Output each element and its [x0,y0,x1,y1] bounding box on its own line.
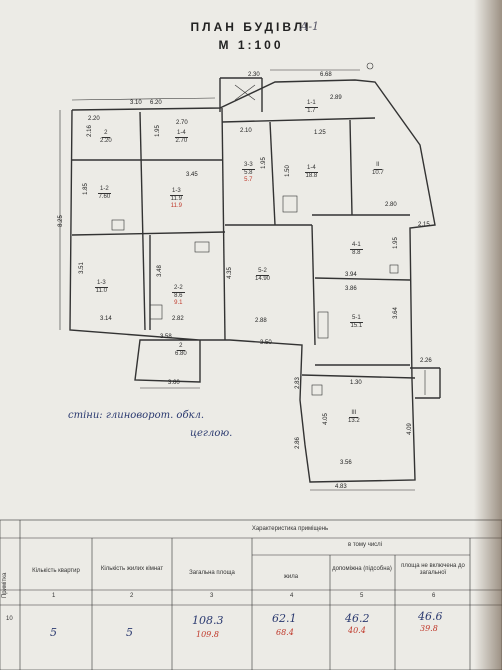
interior-dim: 3.94 [345,272,357,278]
plan-scale: М 1:100 [218,38,284,52]
cell-rooms: 5 [126,626,133,639]
cell-excluded-area-red: 39.8 [420,624,438,633]
interior-dim: 2.82 [172,316,184,322]
interior-dim: 4.09 [406,423,413,435]
interior-dim: 3.58 [160,334,172,340]
dim-right-side: 2.15 [418,222,430,228]
interior-dim: 1.95 [154,125,161,137]
interior-dim: 3.86 [345,286,357,292]
cell-apartments: 5 [50,626,57,639]
handwritten-title-mark: А-1 [300,20,320,33]
col-number: 5 [360,593,364,599]
interior-dim: 4.35 [226,267,233,279]
dim-bottom-small: 3.60 [168,380,180,386]
col-header: Загальна площа [189,570,235,576]
interior-dim: 3.45 [186,172,198,178]
interior-dim: 1.95 [392,237,399,249]
row-number: 10 [6,616,13,622]
interior-dim: 2.16 [86,125,93,137]
cell-aux-area-red: 40.4 [348,626,366,635]
side-label: Примітка [2,572,8,598]
cell-excluded-area: 46.6 [418,610,443,623]
cell-aux-area: 46.2 [345,612,370,625]
interior-dim: 2.89 [330,95,342,101]
table-title: Характеристика приміщень [251,526,329,532]
interior-dim: 2.20 [88,116,100,122]
interior-dim: 2.88 [255,318,267,324]
dim-small-top: 2.30 [248,72,260,78]
interior-dim: 3.48 [156,265,163,277]
col-header: Кількість жилих кімнат [100,566,164,572]
col-number: 4 [290,593,294,599]
interior-dim: 3.51 [78,262,85,274]
wall-material-note-2: цеглою. [190,428,233,439]
dim-vert-c: 2.26 [420,358,432,364]
outer-wall [69,79,436,483]
col-header: Кількість квартир [32,568,80,574]
dim-bottom: 4.83 [335,484,347,490]
plan-title: ПЛАН БУДІВЛІ [190,20,312,34]
col-number: 3 [210,593,214,599]
col-header: жила [283,574,299,580]
interior-dim: 2.10 [240,128,252,134]
dim-left-height: 8.25 [57,215,64,227]
interior-dim: 3.14 [100,316,112,322]
cell-total-area-red: 109.8 [196,630,219,639]
col-number: 2 [130,593,134,599]
dim-vert-b: 2.86 [294,437,301,449]
cell-living-area-red: 68.4 [276,628,294,637]
cell-total-area: 108.3 [192,614,224,627]
interior-dim: 1.95 [260,157,267,169]
interior-dim: 1.30 [350,380,362,386]
interior-dim: 2.80 [385,202,397,208]
interior-dim: 3.64 [392,307,399,319]
cell-living-area: 62.1 [272,612,297,625]
dim-top-right: 6.68 [320,72,332,78]
interior-dim: 2.70 [176,120,188,126]
col-header: площа не включена до загальної [401,563,465,576]
table-incl: в тому числі [347,542,383,548]
dim-top-mid: 6.20 [150,100,162,106]
interior-dim: 1.50 [284,165,291,177]
col-number: 6 [432,593,436,599]
col-header: допоміжна (підсобна) [332,566,392,572]
dim-top-left: 3.10 [130,100,142,106]
page-shadow [474,0,502,670]
interior-dim: 3.50 [260,340,272,346]
interior-dim: 3.56 [340,460,352,466]
dim-vert-a: 2.83 [294,377,301,389]
wall-material-note: стіни: глиноворот. обкл. [68,410,205,421]
interior-dim: 1.85 [82,183,89,195]
col-number: 1 [52,593,56,599]
interior-dim: 4.05 [322,413,329,425]
interior-dim: 1.25 [314,130,326,136]
